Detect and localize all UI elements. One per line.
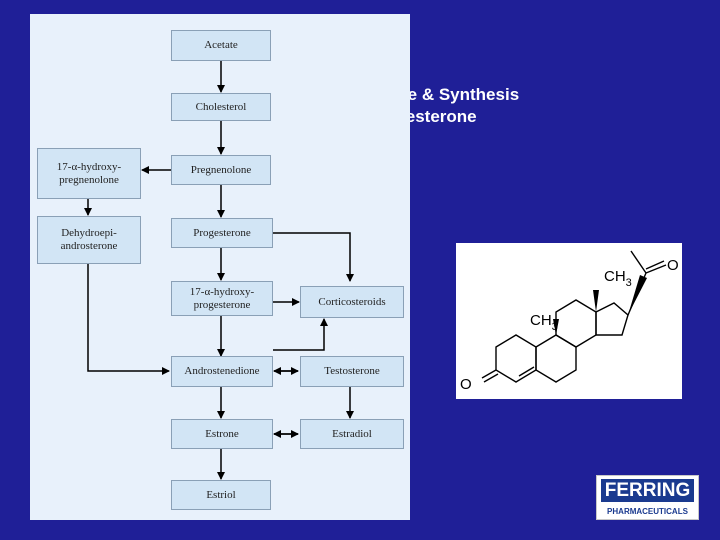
logo-subtitle: PHARMACEUTICALS xyxy=(607,506,688,516)
node-estriol: Estriol xyxy=(171,480,271,510)
node-testosterone: Testosterone xyxy=(300,356,404,387)
ch3-mid-subscript: 3 xyxy=(552,321,558,333)
progesterone-structure: CH3 CH3 O O xyxy=(456,243,682,399)
node-17-hydroxypregnenolone-line-2: pregnenolone xyxy=(59,173,119,186)
ch3-mid-label: CH3 xyxy=(530,312,558,333)
node-pregnenolone: Pregnenolone xyxy=(171,155,271,185)
node-17-hydroxyprogesterone-line-1: 17-α-hydroxy- xyxy=(189,285,255,298)
slide-title-line-1: ture & Synthesis xyxy=(385,85,520,104)
node-acetate: Acetate xyxy=(171,30,271,61)
node-17-hydroxypregnenolone-line-1: 17-α-hydroxy- xyxy=(56,160,122,173)
steroid-pathway-diagram: Acetate Cholesterol Pregnenolone 17-α-hy… xyxy=(30,14,410,520)
node-androstenedione: Androstenedione xyxy=(171,356,273,387)
node-estrone: Estrone xyxy=(171,419,273,449)
pathway-arrows xyxy=(84,61,354,480)
ch3-top-text: CH xyxy=(604,268,626,285)
arrow-dhea-androstenedione xyxy=(87,264,170,375)
arrow-androstenedione-corticosteroids xyxy=(273,318,328,351)
oxygen-ring-label: O xyxy=(460,376,472,393)
progesterone-structure-drawing: CH3 CH3 O O xyxy=(460,250,679,393)
node-17-hydroxypregnenolone: 17-α-hydroxy- pregnenolone xyxy=(37,148,141,199)
ch3-top-label: CH3 xyxy=(604,268,632,289)
arrow-progesterone-corticosteroids xyxy=(273,232,354,282)
ch3-top-subscript: 3 xyxy=(626,277,632,289)
node-progesterone: Progesterone xyxy=(171,218,273,248)
node-dehydroepiandrosterone-line-2: androsterone xyxy=(60,240,118,252)
oxygen-ketone-label: O xyxy=(667,257,679,274)
node-dehydroepiandrosterone: Dehydroepi- androsterone xyxy=(37,216,141,264)
ch3-mid-text: CH xyxy=(530,312,552,329)
ferring-logo: FERRING PHARMACEUTICALS xyxy=(596,475,699,520)
logo-brand: FERRING xyxy=(601,479,694,502)
node-cholesterol: Cholesterol xyxy=(171,93,271,121)
node-17-hydroxyprogesterone-line-2: progesterone xyxy=(193,298,251,311)
node-dehydroepiandrosterone-line-1: Dehydroepi- xyxy=(61,227,117,239)
node-corticosteroids: Corticosteroids xyxy=(300,286,404,318)
node-estradiol: Estradiol xyxy=(300,419,404,449)
node-17-hydroxyprogesterone: 17-α-hydroxy- progesterone xyxy=(171,281,273,316)
